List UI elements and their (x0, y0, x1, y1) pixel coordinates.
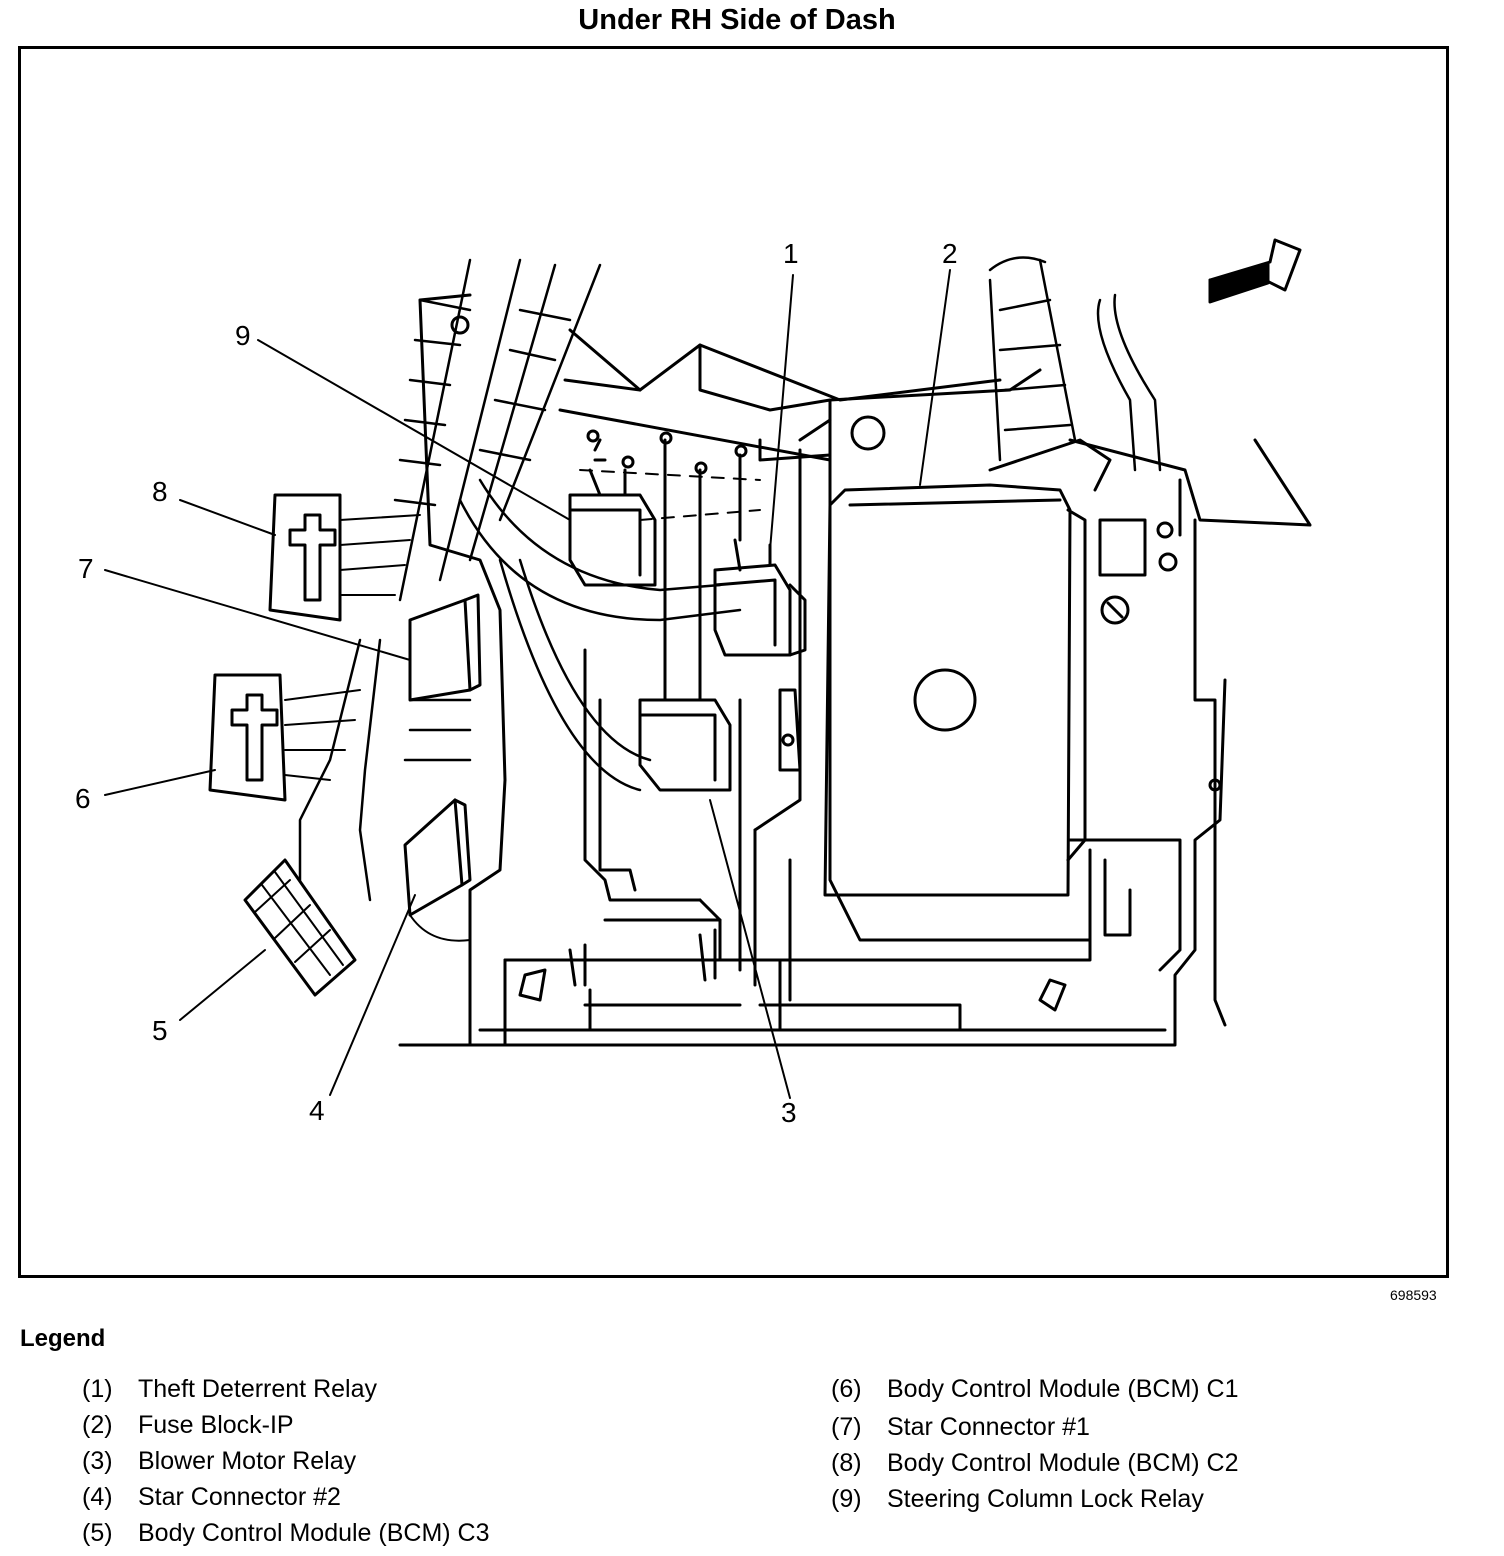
leader-2 (919, 269, 951, 486)
reference-lines (579, 469, 761, 521)
star-connector-1 (408, 593, 482, 702)
legend-item-num: (4) (82, 1483, 113, 1511)
fastener-holes (450, 315, 1222, 792)
legend-item-label: Steering Column Lock Relay (887, 1485, 1204, 1513)
blower-motor-relay (638, 431, 732, 792)
legend-item-label: Star Connector #2 (138, 1483, 341, 1511)
legend-item-num: (6) (831, 1375, 862, 1403)
callout-8: 8 (152, 476, 168, 507)
legend-item: (5) Body Control Module (BCM) C3 (82, 1519, 490, 1548)
leader-4 (329, 894, 416, 1096)
callout-6: 6 (75, 783, 91, 814)
legend-item-num: (2) (82, 1411, 113, 1439)
callout-2: 2 (942, 238, 958, 269)
callout-4: 4 (309, 1095, 325, 1126)
leader-9 (257, 339, 571, 521)
theft-deterrent-relay (713, 444, 807, 657)
legend-item: (3) Blower Motor Relay (82, 1447, 356, 1476)
leader-6 (104, 769, 216, 796)
legend-item: (7) Star Connector #1 (831, 1413, 1090, 1442)
legend-item-num: (9) (831, 1485, 862, 1513)
legend-item: (8) Body Control Module (BCM) C2 (831, 1449, 1239, 1478)
legend-item-num: (5) (82, 1519, 113, 1547)
callout-7: 7 (78, 553, 94, 584)
callout-1: 1 (783, 238, 799, 269)
legend-item-num: (1) (82, 1375, 113, 1403)
leader-5 (179, 949, 266, 1021)
callout-5: 5 (152, 1015, 168, 1046)
legend-item-num: (7) (831, 1413, 862, 1441)
callout-9: 9 (235, 320, 251, 351)
leader-1 (769, 274, 794, 551)
leader-8 (179, 499, 276, 536)
legend-item-label: Blower Motor Relay (138, 1447, 357, 1475)
legend-item-label: Body Control Module (BCM) C1 (887, 1375, 1239, 1403)
legend-item-num: (3) (82, 1447, 113, 1475)
legend-item-label: Theft Deterrent Relay (138, 1375, 377, 1403)
fuse-block-ip (823, 438, 1112, 897)
diagram-frame (18, 46, 1449, 1278)
wire-harness (298, 256, 1162, 902)
legend-item-label: Fuse Block-IP (138, 1411, 294, 1439)
legend-item: (2) Fuse Block-IP (82, 1411, 294, 1440)
dash-illustration (104, 238, 1312, 1099)
leader-3 (709, 799, 791, 1099)
legend-item-label: Body Control Module (BCM) C2 (887, 1449, 1239, 1477)
figure-id: 698593 (1390, 1287, 1437, 1303)
diagram-title: Under RH Side of Dash (578, 4, 896, 36)
legend-item-label: Body Control Module (BCM) C3 (138, 1519, 490, 1547)
legend-item-num: (8) (831, 1449, 862, 1477)
legend-title: Legend (20, 1325, 106, 1352)
mounting-bracket (778, 688, 802, 772)
callout-3: 3 (781, 1097, 797, 1128)
legend-item: (1) Theft Deterrent Relay (82, 1375, 377, 1404)
bcm-c3-connector (243, 858, 357, 997)
star-connector-2 (403, 798, 472, 942)
legend-item: (6) Body Control Module (BCM) C1 (831, 1375, 1239, 1404)
bcm-c1-connector (208, 673, 361, 802)
legend-item: (4) Star Connector #2 (82, 1483, 341, 1512)
steering-column-lock-relay (568, 429, 657, 587)
bcm-c2-connector (268, 493, 421, 622)
callout-leaders (104, 269, 951, 1099)
forward-arrow-icon (1208, 238, 1302, 304)
leader-7 (104, 569, 411, 661)
legend-item-label: Star Connector #1 (887, 1413, 1090, 1441)
legend-item: (9) Steering Column Lock Relay (831, 1485, 1204, 1514)
